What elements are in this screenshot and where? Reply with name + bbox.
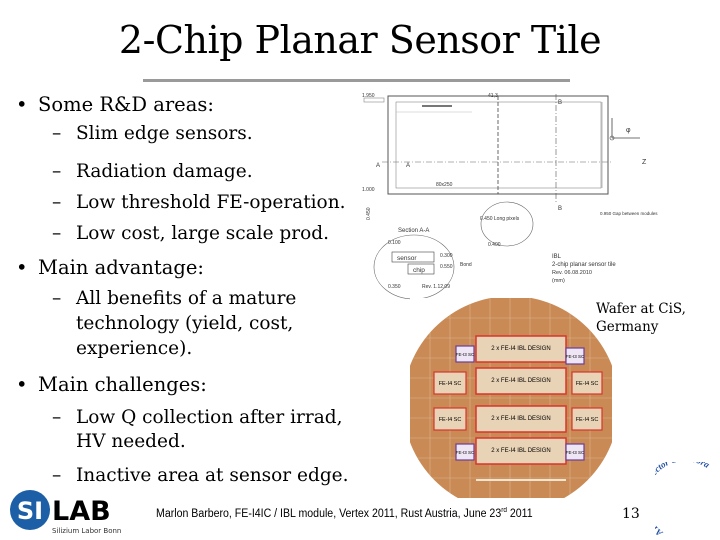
bullet-text: Some R&D areas: xyxy=(38,93,214,116)
wafer-tile-label: 2 x FE-I4 IBL DESIGN xyxy=(491,448,550,454)
drawing-label: 0.350 xyxy=(388,284,401,290)
wafer-single-label: FE-I4 SC xyxy=(439,381,462,387)
drawing-label: chip xyxy=(413,267,425,274)
drawing-label: A xyxy=(376,163,380,169)
wafer-tile-label: 2 x FE-I4 IBL DESIGN xyxy=(491,378,550,384)
sub-bullet-text: experience). xyxy=(76,338,193,359)
bullet-main-advantage: • Main advantage: xyxy=(16,256,356,280)
wafer-photo: 2 x FE-I4 IBL DESIGN 2 x FE-I4 IBL DESIG… xyxy=(410,298,612,498)
drawing-label: A xyxy=(406,163,410,169)
dash: – xyxy=(52,288,62,309)
svg-text:ATLAS Pixel Detector Collabora: ATLAS Pixel Detector Collaboration xyxy=(655,462,712,538)
drawing-label: Bond xyxy=(460,262,472,268)
drawing-label: B xyxy=(558,100,562,106)
wafer-tile-label: 2 x FE-I4 IBL DESIGN xyxy=(491,416,550,422)
sub-bullet-continuation: experience). xyxy=(52,338,362,360)
sub-bullet: – Inactive area at sensor edge. xyxy=(52,465,362,487)
page-number: 13 xyxy=(622,506,640,522)
sub-bullet-text: All benefits of a mature xyxy=(76,288,297,309)
sub-bullet: – Low cost, large scale prod. xyxy=(52,223,362,245)
footer-citation: Marlon Barbero, FE-I4IC / IBL module, Ve… xyxy=(156,507,533,520)
drawing-label: 1.000 xyxy=(362,187,375,193)
dash: – xyxy=(52,192,62,213)
wafer-caption-line: Germany xyxy=(596,319,659,335)
wafer-single-label: FE-I4 SC xyxy=(576,417,599,423)
sub-bullet: – Slim edge sensors. xyxy=(52,123,362,145)
dash: – xyxy=(52,407,62,428)
footer-text: Marlon Barbero, FE-I4IC / IBL module, Ve… xyxy=(156,507,502,520)
sub-bullet-text: Radiation damage. xyxy=(76,161,253,182)
drawing-label: 0.100 xyxy=(388,240,401,246)
drawing-label: 0.950 Gap between modules xyxy=(600,211,658,216)
silab-lab-text: LAB xyxy=(52,496,111,527)
wafer-small-label: FE-I3 SC xyxy=(456,352,475,357)
silab-subtitle: Silizium Labor Bonn xyxy=(52,527,121,535)
drawing-label: 41,3 xyxy=(488,93,498,99)
bullet-dot: • xyxy=(16,93,28,116)
wafer-small-label: FE-I3 SC xyxy=(566,450,585,455)
dash: – xyxy=(52,161,62,182)
bullet-text: Main advantage: xyxy=(38,256,204,279)
sub-bullet-continuation: HV needed. xyxy=(52,431,362,453)
drawing-label: 0.550 xyxy=(440,264,453,270)
sub-bullet-text: Low Q collection after irrad, xyxy=(76,407,343,428)
sub-bullet: – Low Q collection after irrad, xyxy=(52,407,362,429)
drawing-label: 0.400 xyxy=(488,242,501,248)
bullet-text: Main challenges: xyxy=(38,373,207,396)
sensor-tile-drawing: 41,3 1.950 1.000 0.450 B A A B 80x250 0.… xyxy=(362,93,658,300)
atlas-logo-text: ATLAS Pixel Detector Collaboration xyxy=(655,462,712,538)
sub-bullet-text: Low cost, large scale prod. xyxy=(76,223,329,244)
bullet-rd-areas: • Some R&D areas: xyxy=(16,93,356,117)
bullet-dot: • xyxy=(16,373,28,396)
footer-text-end: 2011 xyxy=(506,507,533,520)
drawing-label: φ xyxy=(626,127,631,134)
drawing-label: Rev. 06.08.2010 xyxy=(552,270,592,276)
drawing-label: Z xyxy=(642,159,647,166)
wafer-small-label: FE-I3 SC xyxy=(566,354,585,359)
dash: – xyxy=(52,123,62,144)
wafer-single-label: FE-I4 SC xyxy=(576,381,599,387)
sub-bullet: – All benefits of a mature xyxy=(52,288,362,310)
drawing-label: B xyxy=(558,206,562,212)
wafer-caption-line: Wafer at CiS, xyxy=(596,301,686,317)
dash: – xyxy=(52,465,62,486)
drawing-label: 0.450 Long pixels xyxy=(480,216,520,222)
title-divider xyxy=(143,79,570,82)
drawing-label: Section A-A xyxy=(398,228,429,234)
wafer-caption: Wafer at CiS, Germany xyxy=(596,300,686,336)
drawing-label: 1.950 xyxy=(362,93,375,99)
bullet-dot: • xyxy=(16,256,28,279)
sub-bullet: – Radiation damage. xyxy=(52,161,362,183)
dash: – xyxy=(52,223,62,244)
wafer-single-label: FE-I4 SC xyxy=(439,417,462,423)
slide-title: 2-Chip Planar Sensor Tile xyxy=(118,18,602,62)
sub-bullet-continuation: technology (yield, cost, xyxy=(52,313,362,335)
drawing-label: sensor xyxy=(397,255,417,262)
sub-bullet-text: HV needed. xyxy=(76,431,186,452)
sub-bullet-text: Low threshold FE-operation. xyxy=(76,192,346,213)
atlas-pixel-logo: ATLAS Pixel Detector Collaboration xyxy=(655,462,712,538)
drawing-label: 2-chip planar sensor tile xyxy=(552,262,616,268)
sub-bullet-text: technology (yield, cost, xyxy=(76,313,294,334)
drawing-label: IBL xyxy=(552,254,562,260)
footer-sup: rd xyxy=(501,507,507,514)
drawing-label: (mm) xyxy=(552,278,565,284)
bullet-main-challenges: • Main challenges: xyxy=(16,373,356,397)
sub-bullet: – Low threshold FE-operation. xyxy=(52,192,362,214)
drawing-label: Rev. 1.12.09 xyxy=(422,284,450,290)
silab-logo: SI LAB Silizium Labor Bonn xyxy=(10,490,121,535)
sub-bullet-text: Inactive area at sensor edge. xyxy=(76,465,349,486)
wafer-tile-label: 2 x FE-I4 IBL DESIGN xyxy=(491,346,550,352)
drawing-label: 0.300 xyxy=(440,253,453,259)
silab-si-text: SI xyxy=(17,497,43,525)
wafer-small-label: FE-I3 SC xyxy=(456,450,475,455)
drawing-label: 80x250 xyxy=(436,182,453,188)
drawing-label: 0.450 xyxy=(366,207,372,220)
sub-bullet-text: Slim edge sensors. xyxy=(76,123,253,144)
